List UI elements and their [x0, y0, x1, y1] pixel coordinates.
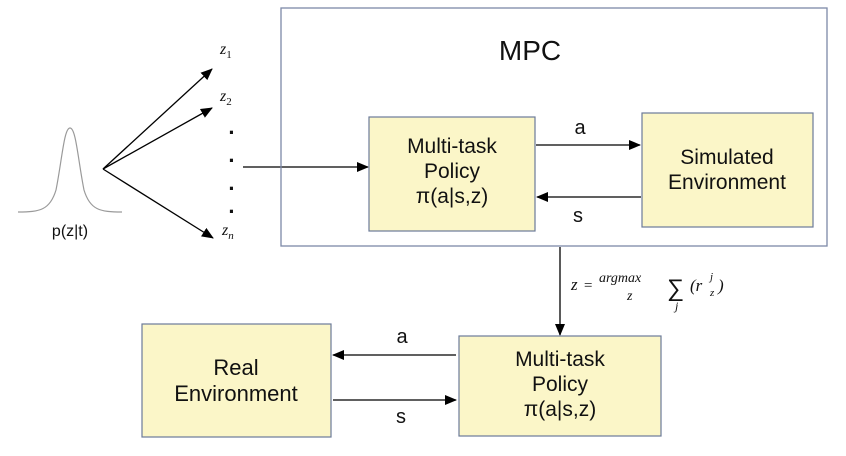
svg-text:z: z: [626, 289, 633, 304]
real-action-label: a: [396, 326, 408, 348]
sample-arrow-z1: [102, 68, 213, 170]
svg-text:j: j: [673, 299, 679, 313]
mpc-container: [280, 7, 828, 247]
sample-arrow-zn: [102, 168, 214, 239]
real-policy-line2: Policy: [532, 373, 589, 396]
mpc-title: MPC: [499, 35, 561, 66]
mpc-policy-line1: Multi-task: [407, 135, 497, 158]
svg-text:j: j: [708, 271, 713, 283]
ellipsis-dot: ·: [228, 199, 235, 224]
svg-text:z: z: [570, 275, 578, 294]
real-state-label: s: [396, 406, 406, 428]
argmax-formula: z = argmax z ∑ j (r j z ): [570, 271, 724, 313]
zn-label: zn: [221, 222, 234, 242]
svg-text:argmax: argmax: [599, 271, 642, 286]
simulated-environment-line1: Simulated: [680, 146, 773, 169]
real-policy-line1: Multi-task: [515, 348, 605, 371]
svg-text:=: =: [583, 278, 593, 294]
simulated-environment-box: [641, 112, 814, 228]
real-environment-line2: Environment: [174, 381, 298, 406]
gaussian-curve: [17, 127, 123, 213]
real-environment-line1: Real: [213, 355, 258, 380]
real-policy-box: [458, 335, 662, 437]
svg-text:): ): [717, 276, 724, 295]
real-policy-line3: π(a|s,z): [524, 398, 596, 421]
ellipsis-dot: ·: [228, 120, 235, 145]
z1-label: z1: [219, 41, 232, 61]
ellipsis-dot: ·: [228, 148, 235, 173]
mpc-policy-box: [368, 116, 536, 232]
svg-text:z: z: [709, 287, 715, 299]
ellipsis-dot: ·: [228, 176, 235, 201]
summation-symbol: ∑: [667, 275, 684, 302]
mpc-policy-line3: π(a|s,z): [416, 185, 488, 208]
real-environment-box: [141, 323, 332, 438]
simulated-environment-line2: Environment: [668, 171, 786, 194]
svg-text:(r: (r: [690, 276, 703, 295]
z2-label: z2: [219, 88, 232, 108]
distribution-label: p(z|t): [52, 223, 88, 240]
sample-arrow-z2: [102, 107, 213, 170]
mpc-policy-line2: Policy: [424, 160, 481, 183]
mpc-state-label: s: [573, 205, 583, 227]
mpc-action-label: a: [574, 117, 586, 139]
